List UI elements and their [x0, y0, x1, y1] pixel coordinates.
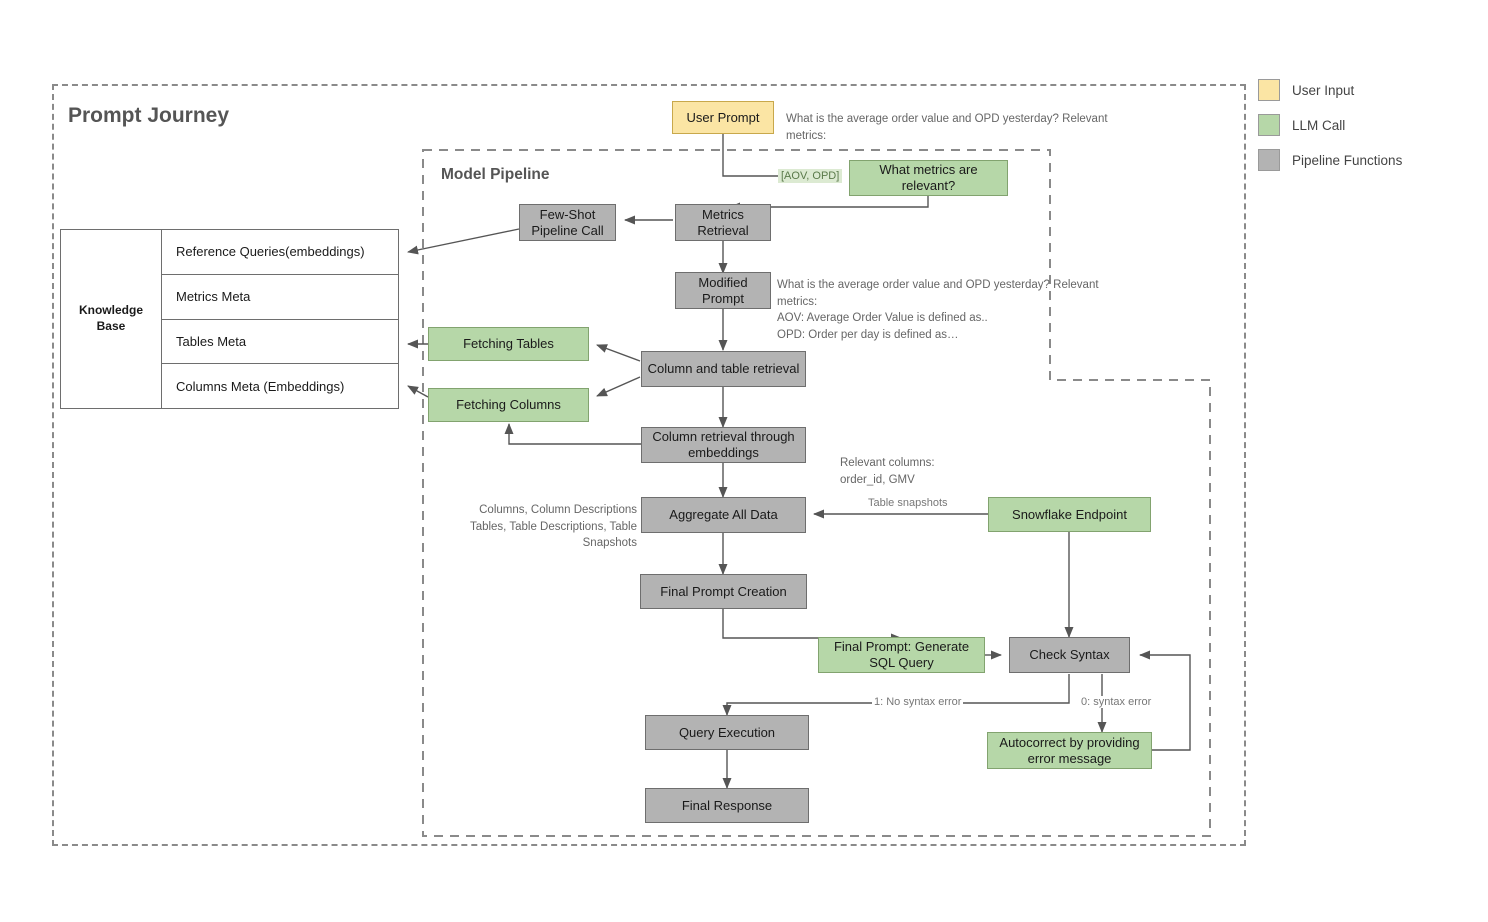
knowledge-base-table: Knowledge Base Reference Queries(embeddi… [60, 229, 399, 409]
legend-item-llm-call: LLM Call [1258, 114, 1402, 136]
edge-label-syntax-error: 0: syntax error [1079, 696, 1154, 708]
node-what-metrics-are-relevant[interactable]: What metrics are relevant? [849, 160, 1008, 196]
prompt-journey-title: Prompt Journey [68, 104, 230, 127]
node-column-retrieval-through-embeddings[interactable]: Column retrieval through embeddings [641, 427, 806, 463]
note-aggregate-inputs: Columns, Column Descriptions Tables, Tab… [469, 504, 637, 550]
node-modified-prompt[interactable]: Modified Prompt [675, 272, 771, 309]
node-autocorrect-by-providing-error-message[interactable]: Autocorrect by providing error message [987, 732, 1152, 769]
kb-row-tables-meta: Tables Meta [162, 320, 398, 365]
knowledge-base-rows: Reference Queries(embeddings) Metrics Me… [162, 230, 398, 408]
legend-swatch-llm-call [1258, 114, 1280, 136]
container-prompt-journey [52, 84, 1246, 846]
note-modified-prompt-text: What is the average order value and OPD … [777, 279, 1099, 342]
model-pipeline-title: Model Pipeline [441, 166, 550, 183]
edge-label-no-syntax-error: 1: No syntax error [872, 696, 964, 708]
node-aggregate-all-data[interactable]: Aggregate All Data [641, 497, 806, 533]
node-fetching-tables[interactable]: Fetching Tables [428, 327, 589, 361]
note-user-prompt-text: What is the average order value and OPD … [786, 113, 1108, 142]
legend-swatch-pipeline-functions [1258, 149, 1280, 171]
kb-row-columns-meta: Columns Meta (Embeddings) [176, 378, 345, 394]
node-few-shot-pipeline-call[interactable]: Few-Shot Pipeline Call [519, 204, 616, 241]
node-query-execution[interactable]: Query Execution [645, 715, 809, 750]
legend-item-user-input: User Input [1258, 79, 1402, 101]
legend-label-llm-call: LLM Call [1292, 117, 1346, 133]
node-user-prompt[interactable]: User Prompt [672, 101, 774, 134]
legend-label-user-input: User Input [1292, 82, 1355, 98]
edge-label-aov-opd: [AOV, OPD] [778, 169, 843, 183]
legend: User Input LLM Call Pipeline Functions [1258, 79, 1402, 184]
knowledge-base-label: Knowledge Base [61, 230, 162, 408]
kb-row-reference-queries: Reference Queries(embeddings) [162, 230, 398, 275]
node-column-and-table-retrieval[interactable]: Column and table retrieval [641, 351, 806, 387]
node-fetching-columns[interactable]: Fetching Columns [428, 388, 589, 422]
legend-item-pipeline-functions: Pipeline Functions [1258, 149, 1402, 171]
node-check-syntax[interactable]: Check Syntax [1009, 637, 1130, 673]
edge-label-table-snapshots: Table snapshots [866, 497, 950, 509]
kb-row-metrics-meta: Metrics Meta [162, 275, 398, 320]
note-relevant-columns: Relevant columns: order_id, GMV [840, 457, 935, 486]
node-final-prompt-generate-sql-query[interactable]: Final Prompt: Generate SQL Query [818, 637, 985, 673]
node-final-prompt-creation[interactable]: Final Prompt Creation [640, 574, 807, 609]
legend-swatch-user-input [1258, 79, 1280, 101]
node-final-response[interactable]: Final Response [645, 788, 809, 823]
legend-label-pipeline-functions: Pipeline Functions [1292, 152, 1403, 168]
node-snowflake-endpoint[interactable]: Snowflake Endpoint [988, 497, 1151, 532]
node-metrics-retrieval[interactable]: Metrics Retrieval [675, 204, 771, 241]
